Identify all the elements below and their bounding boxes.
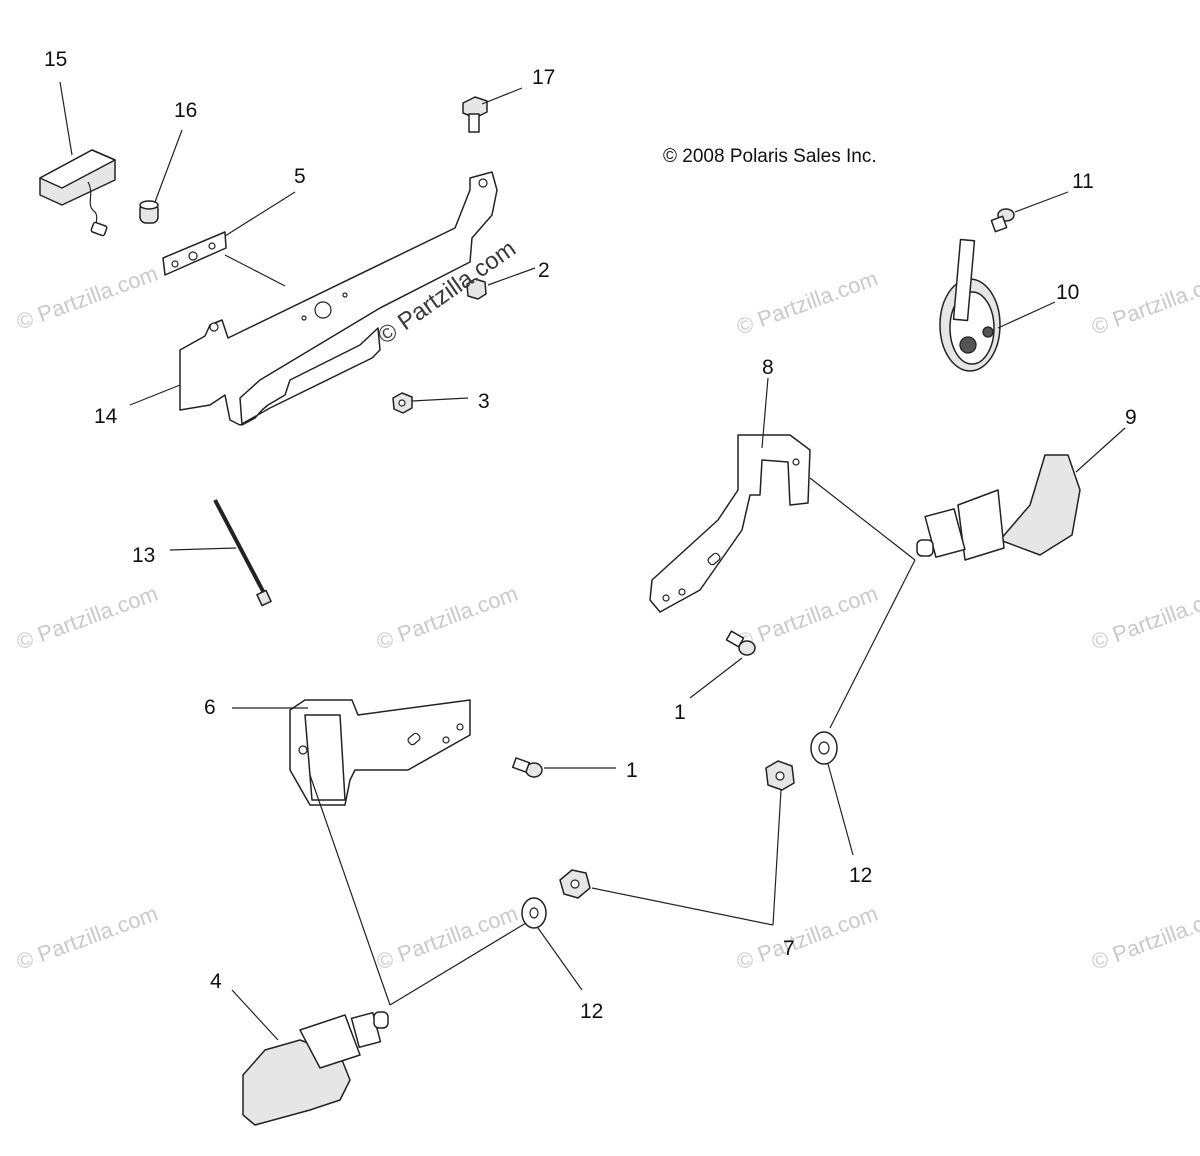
part-4-turn-signal bbox=[242, 1011, 389, 1126]
copyright-notice: © 2008 Polaris Sales Inc. bbox=[663, 146, 877, 167]
watermark: © Partzilla.com bbox=[13, 901, 161, 975]
leader-lines bbox=[59, 81, 1126, 1041]
callout-2: 2 bbox=[538, 259, 550, 282]
part-17-bolt bbox=[462, 96, 488, 133]
watermark: © Partzilla.com bbox=[13, 261, 161, 335]
watermark: © Partzilla.com bbox=[373, 901, 521, 975]
watermark: © Partzilla.com bbox=[733, 266, 881, 340]
callout-17: 17 bbox=[532, 66, 555, 89]
callout-4: 4 bbox=[210, 970, 222, 993]
part-12-washer-right bbox=[810, 731, 838, 765]
callout-14: 14 bbox=[94, 405, 118, 428]
watermark: © Partzilla.com bbox=[733, 581, 881, 655]
watermark: © Partzilla.com bbox=[1088, 901, 1200, 975]
callout-11: 11 bbox=[1072, 170, 1094, 193]
callout-7: 7 bbox=[783, 937, 795, 960]
watermark: © Partzilla.com bbox=[373, 581, 521, 655]
part-10-horn bbox=[939, 238, 1001, 372]
callout-8: 8 bbox=[762, 356, 774, 379]
part-5-plate bbox=[162, 231, 227, 276]
watermark: © Partzilla.com bbox=[1088, 266, 1200, 340]
part-3-nut bbox=[392, 392, 413, 414]
callout-16: 16 bbox=[174, 99, 197, 122]
watermark: © Partzilla.com bbox=[733, 901, 881, 975]
watermark: © Partzilla.com bbox=[13, 581, 161, 655]
watermark: © Partzilla.com bbox=[1088, 581, 1200, 655]
part-16-spacer bbox=[139, 200, 159, 224]
part-12-washer-left bbox=[521, 897, 547, 929]
callout-1a: 1 bbox=[674, 701, 686, 724]
part-13-cable-tie bbox=[213, 499, 272, 607]
callout-labels: 15 16 17 5 2 3 14 11 10 8 9 13 1 6 1 12 … bbox=[44, 48, 1137, 1023]
callout-13: 13 bbox=[132, 544, 155, 567]
part-15-tail-light bbox=[39, 149, 116, 237]
callout-12a: 12 bbox=[849, 864, 872, 887]
part-7-nut-left bbox=[559, 869, 591, 899]
callout-6: 6 bbox=[204, 696, 216, 719]
part-6-bracket bbox=[289, 699, 471, 806]
part-2-nut bbox=[466, 278, 487, 300]
part-9-turn-signal bbox=[916, 454, 1081, 561]
part-1-screw-upper bbox=[725, 630, 756, 656]
callout-5: 5 bbox=[294, 165, 306, 188]
callout-12b: 12 bbox=[580, 1000, 603, 1023]
part-11-screw bbox=[990, 208, 1015, 233]
part-8-bracket bbox=[649, 434, 811, 613]
callout-1b: 1 bbox=[626, 759, 638, 782]
callout-9: 9 bbox=[1125, 406, 1137, 429]
part-7-nut-right bbox=[765, 760, 795, 791]
callout-15: 15 bbox=[44, 48, 67, 71]
part-1-screw-lower bbox=[511, 757, 543, 778]
callout-3: 3 bbox=[478, 390, 490, 413]
callout-10: 10 bbox=[1056, 281, 1079, 304]
part-14-bracket bbox=[179, 171, 498, 426]
